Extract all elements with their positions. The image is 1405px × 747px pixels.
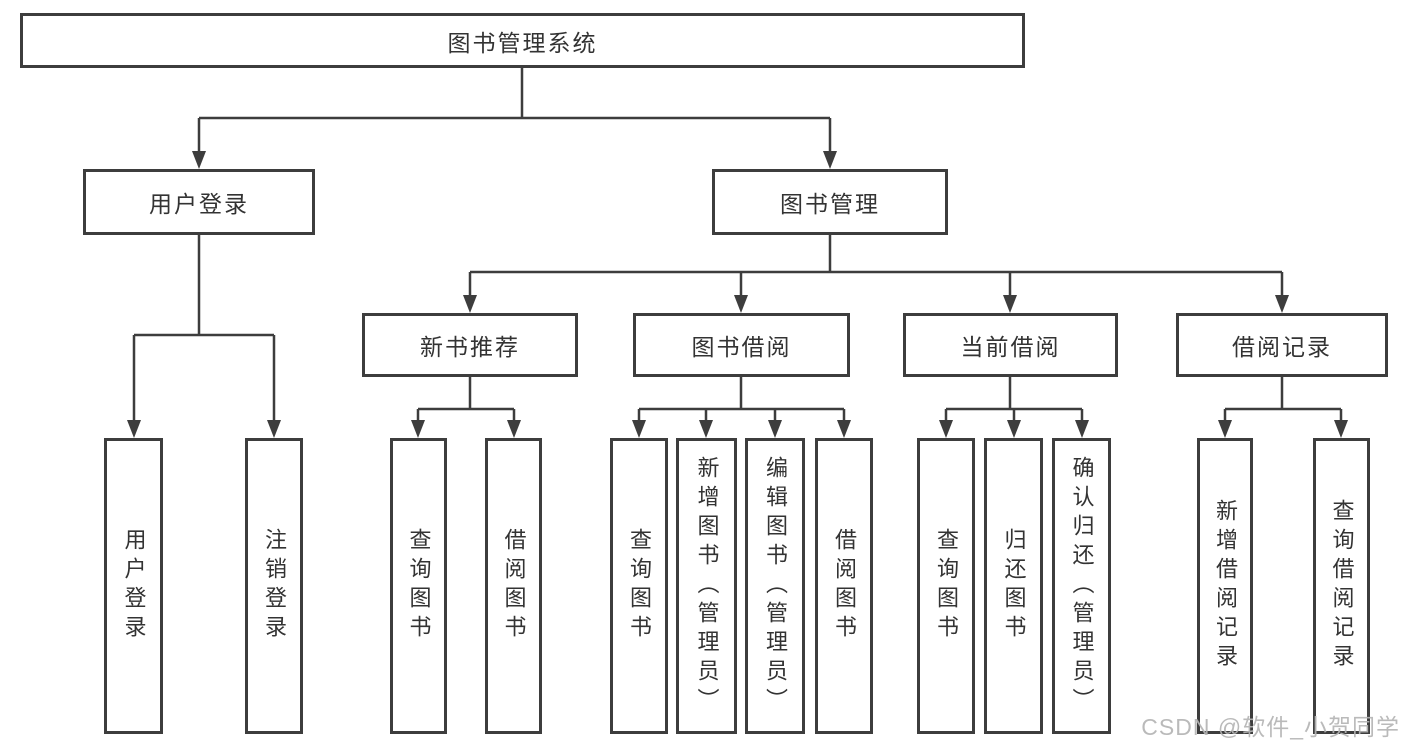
- node-leaf-logout: 注销登录: [245, 438, 303, 734]
- watermark-text: CSDN @软件_小贺同学: [1141, 714, 1400, 740]
- node-leaf-query-books-3: 查询图书: [917, 438, 975, 734]
- node-leaf-add-books-admin: 新增图书（管理员）: [676, 438, 737, 734]
- node-leaf-query-books-2: 查询图书: [610, 438, 668, 734]
- node-leaf-query-borrow-record: 查询借阅记录: [1313, 438, 1370, 734]
- node-borrowing-records: 借阅记录: [1176, 313, 1388, 377]
- node-leaf-return-books: 归还图书: [984, 438, 1043, 734]
- node-user-login: 用户登录: [83, 169, 315, 235]
- node-current-borrowing: 当前借阅: [903, 313, 1118, 377]
- node-root-library-system: 图书管理系统: [20, 13, 1025, 68]
- node-new-book-recommend: 新书推荐: [362, 313, 578, 377]
- arrowheads: [127, 151, 1348, 438]
- node-leaf-borrow-books-1: 借阅图书: [485, 438, 542, 734]
- node-leaf-confirm-return-admin: 确认归还（管理员）: [1052, 438, 1111, 734]
- node-leaf-edit-books-admin: 编辑图书（管理员）: [745, 438, 805, 734]
- node-book-management: 图书管理: [712, 169, 948, 235]
- node-leaf-user-login: 用户登录: [104, 438, 163, 734]
- node-leaf-add-borrow-record: 新增借阅记录: [1197, 438, 1253, 734]
- node-leaf-borrow-books-2: 借阅图书: [815, 438, 873, 734]
- node-book-borrowing: 图书借阅: [633, 313, 850, 377]
- node-leaf-query-books-1: 查询图书: [390, 438, 447, 734]
